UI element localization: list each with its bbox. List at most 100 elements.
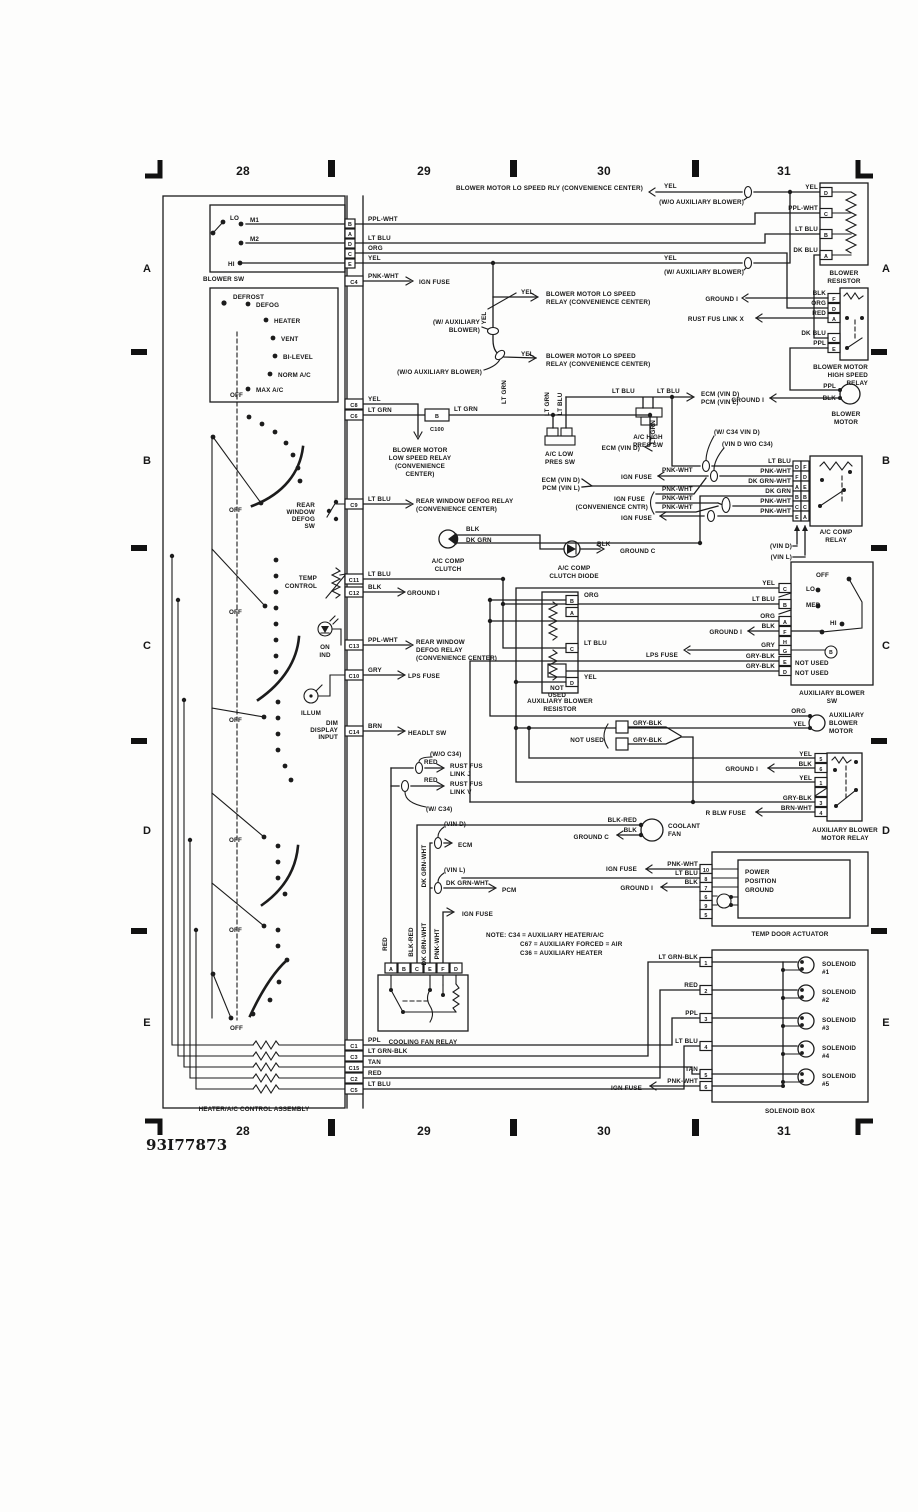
wire-label: GRY <box>368 667 383 674</box>
option-label: (VIN D) <box>444 821 466 828</box>
connector-label: C11 <box>349 578 359 584</box>
component-label: ECM (VIN D) <box>701 391 739 398</box>
not-used-connector <box>615 737 629 751</box>
wire-label: LT GRN <box>454 406 478 413</box>
component-label: LPS FUSE <box>408 673 440 680</box>
auxiliary-blower-switch <box>778 561 874 686</box>
wire-label: LT BLU <box>612 388 635 395</box>
wire-label: YEL <box>762 580 775 587</box>
wire-label: PPL <box>813 340 826 347</box>
wire-label: BLK <box>685 879 699 886</box>
pin-label: 9 <box>704 904 707 910</box>
component-label: PCM (VIN L) <box>542 485 580 492</box>
connector-strip <box>344 218 364 1095</box>
wire-label: TAN <box>368 1059 381 1066</box>
wire-label: PNK-WHT <box>760 498 791 505</box>
pin-label: 1 <box>819 781 822 787</box>
pin-label: 6 <box>819 767 822 773</box>
component-label: RELAY <box>846 380 868 387</box>
pin-label: A <box>783 620 787 626</box>
pin-label: E <box>783 660 787 666</box>
mode-label: OFF <box>229 507 242 514</box>
component-label: IGN FUSE <box>611 1085 642 1092</box>
mode-selector <box>209 287 339 403</box>
switch-position: OFF <box>816 572 829 579</box>
note-line: C36 = AUXILIARY HEATER <box>520 950 603 957</box>
wire-label: YEL <box>521 289 534 296</box>
pin-label: D <box>348 242 352 248</box>
wire-label: LT BLU <box>368 571 391 578</box>
auxiliary-blower-motor <box>808 714 826 732</box>
component-label: DIM <box>326 720 338 727</box>
option-label: (W/O AUXILIARY BLOWER) <box>397 369 482 376</box>
wire-label: LT BLU <box>675 1038 698 1045</box>
option-label: (VIN D W/O C34) <box>722 441 773 448</box>
pin-label: 10 <box>703 868 709 874</box>
wire-label: PNK-WHT <box>662 467 693 474</box>
pin-label: F <box>832 297 836 303</box>
component-label: GROUND I <box>705 296 738 303</box>
component-label: LINK J <box>450 771 471 778</box>
component-label: CLUTCH <box>435 566 462 573</box>
component-label: USED <box>548 692 566 699</box>
mode-label: VENT <box>281 336 298 343</box>
component-label: BLOWER <box>832 411 861 418</box>
pin-label: 4 <box>819 811 822 817</box>
component-label: AUXILIARY BLOWER <box>527 698 593 705</box>
junction-dots <box>487 189 793 805</box>
wire-label: LT BLU <box>657 388 680 395</box>
wire-label: PNK-WHT <box>667 1078 698 1085</box>
pin-label: D <box>803 475 807 481</box>
frame <box>131 160 887 1136</box>
component-label: RUST FUS <box>450 781 483 788</box>
switch-wafer <box>211 792 300 907</box>
component-label: GROUND C <box>620 548 656 555</box>
component-label: SOLENOID <box>822 1073 856 1080</box>
wire-label: LT BLU <box>675 870 698 877</box>
wire-label: YEL <box>799 775 812 782</box>
col-label: 30 <box>597 1124 611 1138</box>
component-label: INPUT <box>318 734 338 741</box>
pin-label: D <box>824 191 828 197</box>
wire-label: PNK-WHT <box>667 861 698 868</box>
pin-label: 6 <box>704 895 707 901</box>
component-label: NOT USED <box>795 670 829 677</box>
component-label: (CONVENIENCE CENTER) <box>416 655 497 662</box>
wire-label: GRY-BLK <box>633 737 662 744</box>
component-label: A/C LOW <box>545 451 573 458</box>
pin-label: B <box>570 599 574 605</box>
rear-window-defog-switch <box>326 499 346 522</box>
component-label: POSITION <box>745 878 777 885</box>
switch-position: M2 <box>250 236 259 243</box>
component-label: RUST FUS LINK X <box>688 316 745 323</box>
wire-label: LT BLU <box>368 1081 391 1088</box>
component-label: IGN FUSE <box>621 474 652 481</box>
wire-label: BLK <box>762 623 776 630</box>
component-label: NOT <box>550 685 564 692</box>
ac-high-pressure-switch <box>635 407 663 426</box>
component-label: HIGH SPEED <box>828 372 869 379</box>
connector-label: C15 <box>349 1066 360 1072</box>
component-label: AUXILIARY BLOWER <box>799 690 865 697</box>
component-label: GROUND C <box>574 834 610 841</box>
wire-label: PNK-WHT <box>760 468 791 475</box>
component-label: SW <box>827 698 837 705</box>
switch-wafer <box>210 957 290 1021</box>
component-label: HEATER/A/C CONTROL ASSEMBLY <box>199 1106 310 1113</box>
pin-label: 5 <box>704 913 707 919</box>
row-label: B <box>143 455 151 467</box>
wire-label: PNK-WHT <box>368 273 399 280</box>
wire-label: LT BLU <box>752 596 775 603</box>
pin-label: E <box>832 347 836 353</box>
pin-label: A <box>803 515 807 521</box>
col-label: 31 <box>777 1124 791 1138</box>
component-label: COOLANT <box>668 823 700 830</box>
wire-label: LT GRN <box>368 407 392 414</box>
ac-low-pressure-switch <box>544 427 576 446</box>
wire-label: PPL-WHT <box>368 637 398 644</box>
row-label: C <box>143 640 151 652</box>
pin-label: A <box>832 317 836 323</box>
component-label: GROUND I <box>620 885 653 892</box>
mode-label: DEFOG <box>256 302 279 309</box>
mode-label: OFF <box>229 609 242 616</box>
